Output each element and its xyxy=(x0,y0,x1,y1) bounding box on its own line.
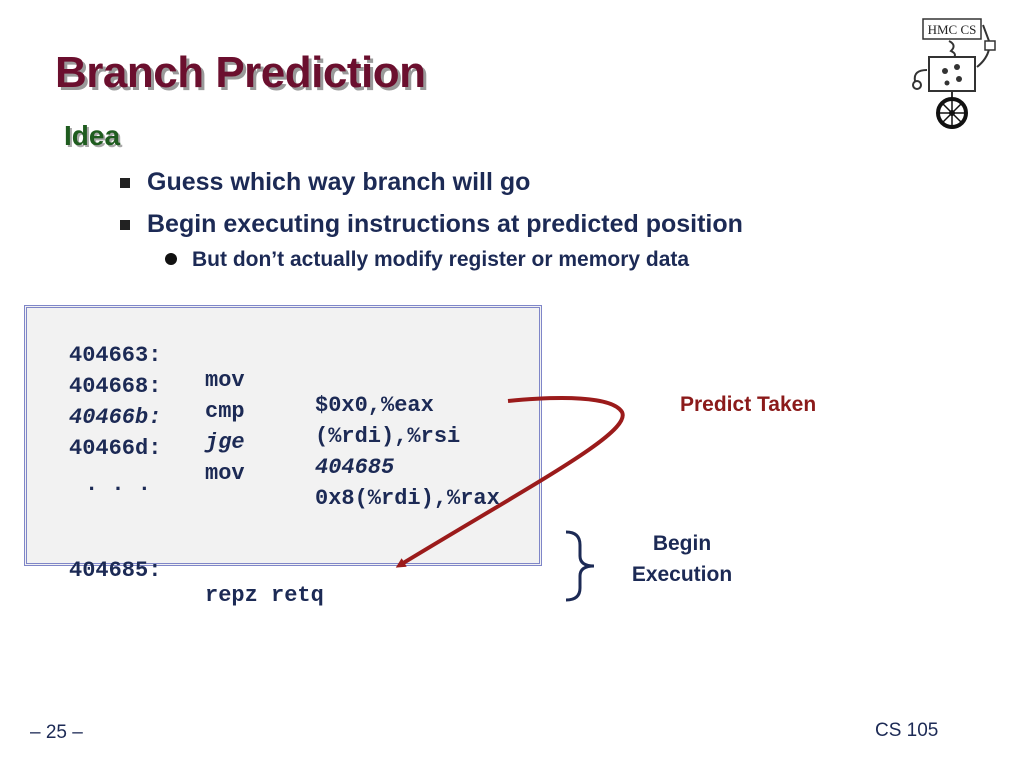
subhead-idea: Idea xyxy=(64,120,121,151)
begin-execution-label: Begin Execution xyxy=(630,528,734,590)
begin-label-line: Begin xyxy=(652,532,712,555)
code-opcode: cmp xyxy=(205,399,245,424)
course-label: CS 105 xyxy=(875,720,939,741)
code-address: 40466d: xyxy=(69,436,162,461)
logo-text: HMC CS xyxy=(928,22,977,37)
square-bullet-icon xyxy=(120,220,130,230)
curved-arrow-icon xyxy=(395,396,625,568)
code-line-branch: 40466b: jge 404685 xyxy=(69,380,394,505)
square-bullet-icon xyxy=(120,178,130,188)
code-opcode: mov xyxy=(205,461,245,486)
code-operands: 404685 xyxy=(315,455,395,480)
code-line: 404663: mov $0x0,%eax xyxy=(69,318,434,443)
code-operands: (%rdi),%rsi xyxy=(315,424,461,449)
code-opcode: mov xyxy=(205,368,245,393)
code-line-target: 404685: repz retq xyxy=(69,533,324,633)
sub-bullet-text: But don’t actually modify register or me… xyxy=(192,248,690,271)
code-opcode: jge xyxy=(205,430,245,455)
code-line: 404668: cmp (%rdi),%rsi xyxy=(69,349,460,474)
hmc-robot-logo-icon: HMC CS xyxy=(912,18,996,129)
bullet-text: Guess which way branch will go xyxy=(147,168,531,196)
slide-number: – 25 – xyxy=(30,722,83,743)
code-opcode: repz retq xyxy=(205,583,324,608)
brace-icon xyxy=(565,530,595,602)
bullet-text: Begin executing instructions at predicte… xyxy=(147,210,743,238)
predict-taken-label: Predict Taken xyxy=(680,393,817,416)
slide-title: Branch Prediction xyxy=(55,48,426,97)
code-address: 404668: xyxy=(69,374,162,399)
code-listing: 404663: mov $0x0,%eax 404668: cmp (%rdi)… xyxy=(24,305,542,608)
code-ellipsis: . . . xyxy=(85,472,152,497)
execution-label-line: Execution xyxy=(631,563,733,586)
round-bullet-icon xyxy=(165,253,177,265)
code-address: 404685: xyxy=(69,558,162,583)
code-address: 404663: xyxy=(69,343,162,368)
code-address: 40466b: xyxy=(69,405,162,430)
code-operands: 0x8(%rdi),%rax xyxy=(315,486,500,511)
code-operands: $0x0,%eax xyxy=(315,393,434,418)
code-line: 40466d: mov 0x8(%rdi),%rax xyxy=(69,411,500,536)
